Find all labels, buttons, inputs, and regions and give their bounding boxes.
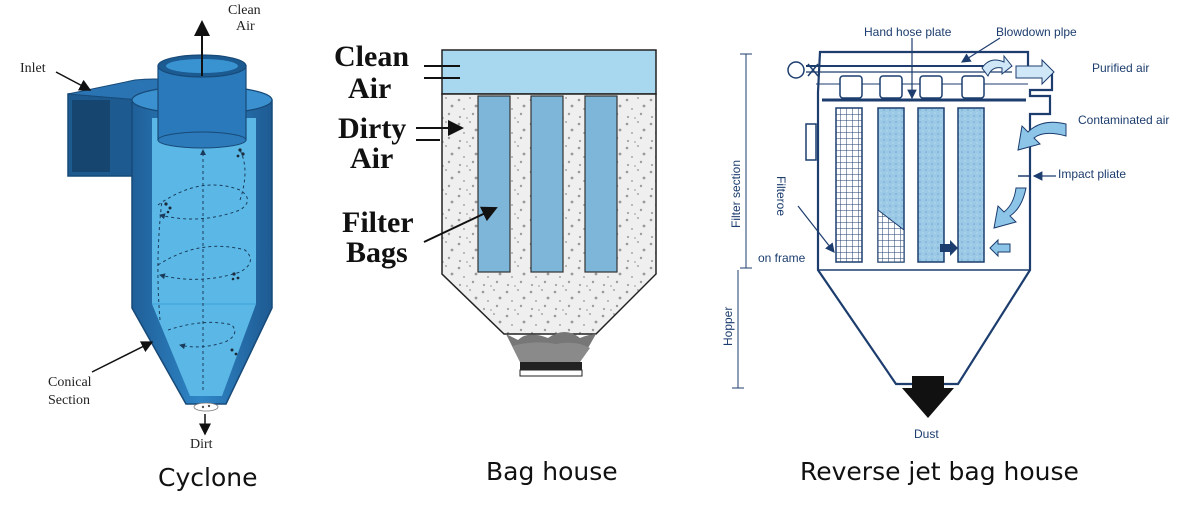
filters-on-frame-label: Filteroe [774, 176, 788, 216]
cyclone-conical-pointer [91, 341, 154, 373]
cyclone-diagram: Clean Air Inlet Conical Section Dirt Cyc… [20, 3, 273, 492]
blowdown-curl-arrow [981, 54, 1013, 78]
dust-label: Dust [914, 427, 939, 441]
hand-hose-plate-label: Hand hose plate [864, 25, 952, 39]
cyclone-dust-particles [164, 148, 245, 356]
cyclone-clean-air-label: Clean [228, 3, 261, 18]
cyclone-inlet-pointer [55, 71, 92, 91]
cyclone-inner-chamber [152, 118, 256, 396]
hopper-label: Hopper [721, 307, 735, 346]
reverse-jet-dust-arrow [902, 376, 954, 418]
baghouse-dirty-air-label: Dirty [338, 112, 406, 145]
cyclone-conical-label: Conical [48, 375, 92, 390]
filter-bag-2 [530, 95, 564, 273]
baghouse-filter-bags-label-2: Bags [346, 236, 408, 269]
blowdown-pipe-label: Blowdown plpe [996, 25, 1077, 39]
inlet-flow-arrow [993, 187, 1027, 229]
cyclone-caption: Cyclone [158, 463, 257, 492]
cyclone-vortex-paths [157, 149, 251, 390]
baghouse-dirty-air-label-2: Air [350, 142, 393, 175]
impact-plate-label: Impact pliate [1058, 167, 1126, 181]
baghouse-clean-plenum [441, 49, 657, 95]
filter-bag-3 [584, 95, 618, 273]
reverse-jet-diagram: Hand hose plate Blowdown plpe Purified a… [721, 25, 1169, 486]
purified-air-label: Purified air [1092, 61, 1149, 75]
purified-air-arrow [1015, 58, 1055, 86]
baghouse-filter-bags-pointer [423, 206, 498, 243]
baghouse-clean-air-label: Clean [334, 40, 409, 73]
cyclone-dirt-label: Dirt [190, 437, 213, 452]
baghouse-dust-outlet [520, 362, 582, 370]
filters-on-frame-label-2: on frame [758, 251, 806, 265]
baghouse-filter-bags-label: Filter [342, 206, 414, 239]
baghouse-diagram: Clean Air Dirty Air Filter Bags Bag hous… [334, 40, 657, 486]
reverse-jet-caption: Reverse jet bag house [800, 457, 1079, 486]
cyclone-conical-label-2: Section [48, 393, 90, 408]
reverse-jet-filter-bag-2 [917, 107, 945, 263]
baghouse-clean-air-label-2: Air [348, 72, 391, 105]
reverse-jet-filter-bag-3 [957, 107, 985, 263]
filter-bag-1 [477, 95, 511, 273]
filter-section-label: Filter section [729, 160, 743, 228]
contaminated-air-arrow [1017, 121, 1067, 151]
cyclone-clean-air-label-2: Air [236, 19, 255, 34]
reverse-jet-filter-cage [835, 107, 863, 263]
baghouse-caption: Bag house [486, 457, 618, 486]
contaminated-air-label: Contaminated air [1078, 113, 1169, 127]
cyclone-inlet-label: Inlet [20, 61, 46, 76]
